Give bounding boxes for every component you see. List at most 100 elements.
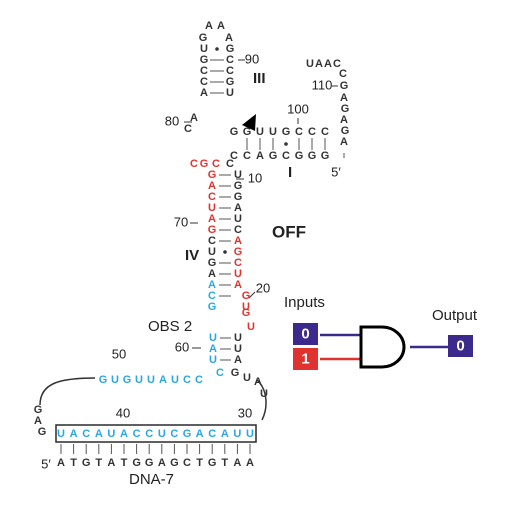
nucleotide-obs-strand-7: C <box>183 374 191 386</box>
nucleotide-bulge-80-1: C <box>184 123 192 135</box>
nucleotide-stem1-top-0: G <box>230 126 239 138</box>
nucleotide-left-bend-1: A <box>34 415 42 427</box>
nucleotide-rna-bottom-2: C <box>82 428 90 440</box>
nucleotide-stem3-left-4: C <box>200 76 208 88</box>
nucleotide-stem4-left-3: C <box>208 191 216 203</box>
nucleotide-rna-bottom-6: C <box>133 428 141 440</box>
input-a-value: 0 <box>301 325 309 342</box>
nucleotide-loop1-right-2: A <box>340 114 348 126</box>
nucleotide-stem1-bottom-6: G <box>308 150 317 162</box>
nucleotide-dna-bottom-6: G <box>132 457 141 469</box>
nucleotide-loop1-right-3: G <box>341 125 350 137</box>
nucleotide-obs-strand-1: U <box>111 374 119 386</box>
nucleotide-stem4-right-7: A <box>234 235 242 247</box>
nucleotide-obs-strand-0: G <box>99 374 108 386</box>
dna-label: DNA-7 <box>129 471 174 488</box>
nucleotide-stem3-left-3: C <box>200 65 208 77</box>
nucleotide-stem4-left-0: C <box>212 158 220 170</box>
five-prime-rna: 5′ <box>331 164 341 179</box>
nucleotide-stem1-top-5: C <box>295 126 303 138</box>
backbone-right-curve <box>256 379 267 421</box>
input-b-box <box>293 348 318 370</box>
nucleotide-junction-right-2: U <box>243 372 251 384</box>
nucleotide-stem3-right-4: G <box>226 76 235 88</box>
nucleotide-stem3-right-2: C <box>226 54 234 66</box>
nucleotide-dna-bottom-10: C <box>183 457 191 469</box>
nucleotide-stem1-top-3: U <box>269 126 277 138</box>
nucleotide-rna-bottom-10: G <box>183 428 192 440</box>
nucleotide-stem4-right-1: U <box>234 169 242 181</box>
nucleotide-loop1-top-1: A <box>315 58 323 70</box>
nucleotide-obs-strand-6: U <box>171 374 179 386</box>
nucleotide-stem2-left-2: U <box>209 354 217 366</box>
nucleotide-loop1-top-2: A <box>324 58 332 70</box>
position-100: 100 <box>287 101 309 116</box>
nucleotide-stem1-bottom-0: C <box>230 150 238 162</box>
nucleotide-stem1-bottom-2: A <box>256 150 264 162</box>
nucleotide-rna-bottom-11: A <box>196 428 204 440</box>
obs-label: OBS 2 <box>148 318 192 335</box>
nucleotide-stem4-left-9: G <box>208 257 217 269</box>
nucleotide-loop1-right-1: G <box>341 103 350 115</box>
nucleotide-dna-bottom-8: A <box>158 457 166 469</box>
nucleotide-stem1-bottom-4: C <box>282 150 290 162</box>
nucleotide-stem2-right-0: U <box>234 332 242 344</box>
stem-label-i: I <box>288 164 292 181</box>
input-b-value: 1 <box>301 350 309 367</box>
nucleotide-loop1-top-3: C <box>333 58 341 70</box>
nucleotide-obs-strand-8: C <box>195 374 203 386</box>
nucleotide-dna-bottom-14: A <box>233 457 241 469</box>
nucleotide-rna-bottom-1: A <box>70 428 78 440</box>
pair-stem4-8 <box>223 250 227 254</box>
nucleotide-stem4-left-1: G <box>208 169 217 181</box>
position-30: 30 <box>238 405 252 420</box>
nucleotide-stem3-right-3: C <box>226 65 234 77</box>
nucleotide-rna-bottom-15: U <box>246 428 254 440</box>
nucleotide-stem1-top-6: C <box>308 126 316 138</box>
base-pairs <box>60 47 345 454</box>
state-label: OFF <box>272 222 306 241</box>
position-70: 70 <box>174 214 188 229</box>
nucleotide-loop1-top-0: U <box>306 58 314 70</box>
input-a-box <box>293 323 318 345</box>
nucleotide-rna-bottom-0: U <box>57 428 65 440</box>
nucleotide-stem4-left-1: G <box>200 158 209 170</box>
nucleotide-stem4-right-8: G <box>234 246 243 258</box>
output-box <box>448 335 473 357</box>
nucleotide-stem1-top-4: G <box>282 126 291 138</box>
nucleotide-dna-bottom-2: G <box>82 457 91 469</box>
nucleotide-loop1-numcol-0: C <box>339 68 347 80</box>
stem-label-iii: III <box>253 70 266 87</box>
position-40: 40 <box>116 405 130 420</box>
nucleotide-stem2-right-1: U <box>234 343 242 355</box>
nucleotide-junction-right-1: G <box>231 367 240 379</box>
backbone-left-curve <box>39 377 96 406</box>
nucleotide-stem3-right-5: U <box>226 87 234 99</box>
nucleotide-loop3-top-1: A <box>217 20 225 32</box>
nucleotide-dna-bottom-15: A <box>246 457 254 469</box>
nucleotide-rna-bottom-12: C <box>208 428 216 440</box>
nucleotide-dna-bottom-13: T <box>221 457 228 469</box>
nucleotide-dna-bottom-11: T <box>196 457 203 469</box>
nucleotide-stem4-left-4: U <box>208 202 216 214</box>
nucleotide-dna-bottom-1: T <box>70 457 77 469</box>
position-20: 20 <box>256 280 270 295</box>
nucleotide-loop1-right-0: A <box>340 92 348 104</box>
nucleotide-obs-strand-2: G <box>123 374 132 386</box>
nucleotide-dna-bottom-9: G <box>170 457 179 469</box>
position-90: 90 <box>245 51 259 66</box>
nucleotide-dna-bottom-12: G <box>208 457 217 469</box>
tick-20 <box>248 291 256 299</box>
nucleotide-left-bend-0: G <box>34 404 43 416</box>
nucleotide-stem1-bottom-7: G <box>321 150 330 162</box>
position-80: 80 <box>165 113 179 128</box>
nucleotide-stem1-top-7: C <box>321 126 329 138</box>
nucleotide-stem4-left-10: A <box>208 268 216 280</box>
nucleotide-obs-strand-3: U <box>135 374 143 386</box>
nucleotide-rna-bottom-7: C <box>145 428 153 440</box>
nucleotide-stem4-right-5: U <box>234 213 242 225</box>
nucleotide-stem4-left-7: C <box>208 235 216 247</box>
nucleotide-stem3-right-1: G <box>226 43 235 55</box>
